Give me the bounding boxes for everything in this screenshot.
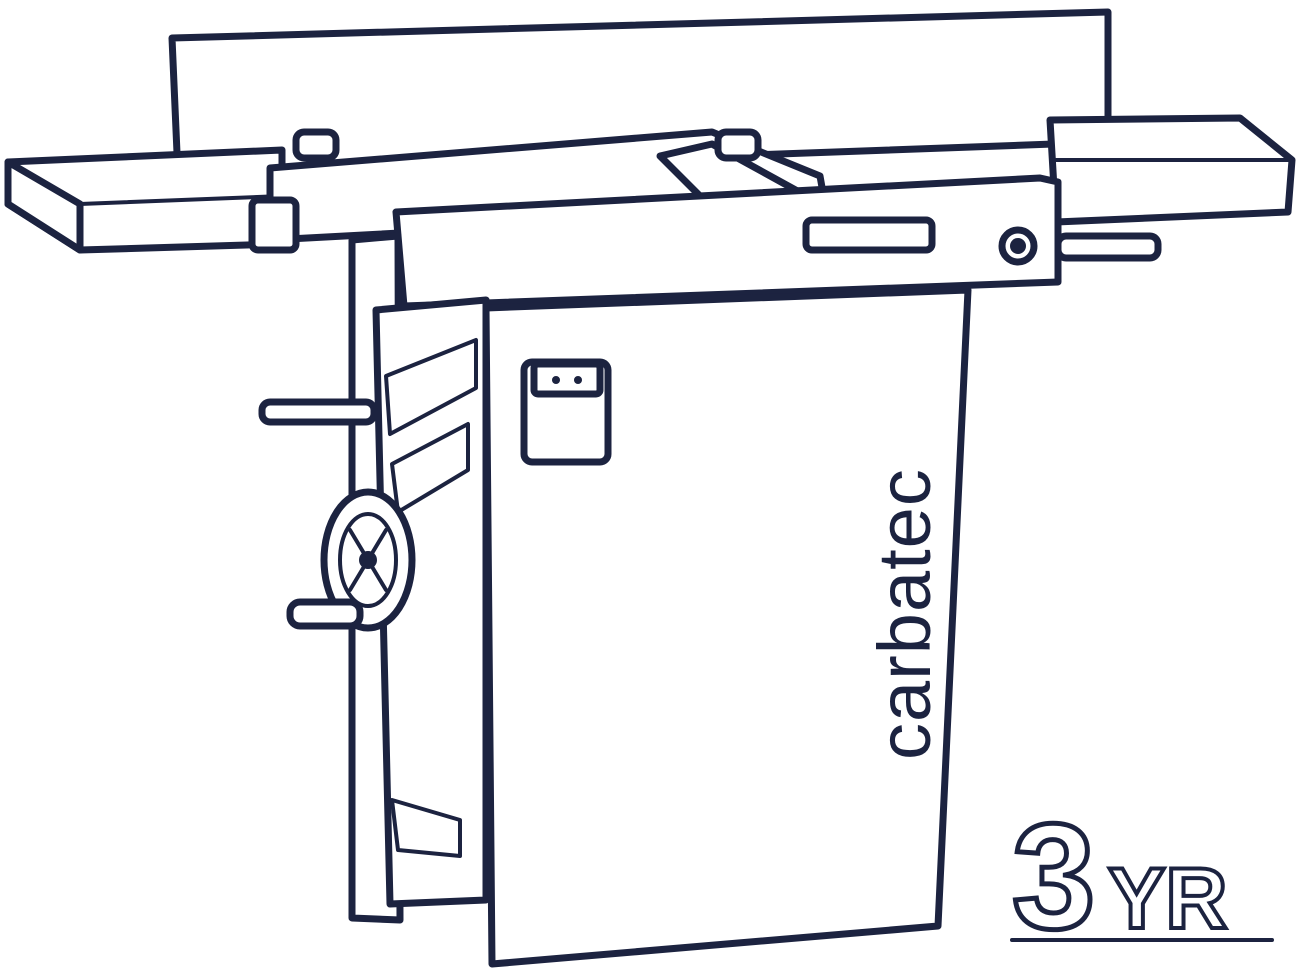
mechanism-brace-1 [384, 338, 478, 436]
handwheel [286, 488, 416, 632]
jointer-table [4, 114, 1296, 254]
table-lock-lever [1054, 232, 1162, 262]
warranty-number: 3 [1012, 792, 1095, 960]
guard-handle [802, 216, 936, 254]
handwheel-hub [359, 551, 377, 569]
table-left-end [4, 158, 84, 254]
cutter-head-housing [392, 174, 1162, 310]
handwheel-inner-rim [338, 512, 398, 608]
switch-dot-left [552, 376, 560, 384]
adjust-lever [258, 398, 378, 426]
fence-clamp-block [248, 196, 300, 254]
fence-tilt-knob [714, 128, 762, 162]
fence-lock-knob [292, 128, 340, 162]
handwheel-handle [286, 598, 364, 630]
warranty-unit: YR [1108, 851, 1227, 947]
switch-dot-right [574, 376, 582, 384]
depth-knob-center [1010, 238, 1026, 254]
side-mechanism-panel [372, 296, 490, 908]
outfeed-table-right [1046, 114, 1296, 226]
mechanism-brace-2 [390, 422, 470, 514]
head-housing-front [392, 174, 1062, 310]
foot-bracket [390, 798, 462, 858]
table-front-edge-left [78, 194, 284, 206]
side-column [258, 232, 490, 924]
cabinet [482, 286, 972, 968]
brand-label: carbatec [863, 468, 946, 760]
power-switch-top [530, 360, 604, 398]
warranty-badge: 3 YR [1010, 790, 1274, 963]
